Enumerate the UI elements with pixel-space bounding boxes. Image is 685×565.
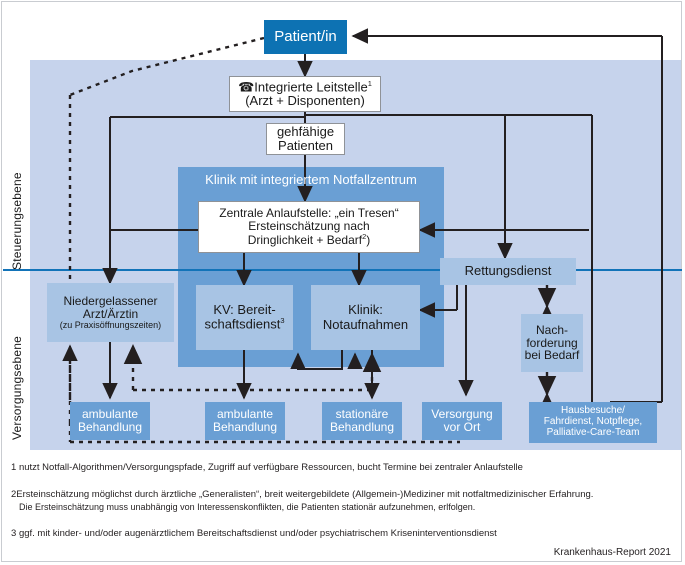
node-kv-bereitschaftsdienst[interactable]: KV: Bereit- schaftsdienst3 [196, 285, 293, 350]
vorort-line-1: Versorgung [431, 407, 493, 422]
hausbesuche-line-1: Hausbesuche/ [561, 405, 625, 417]
node-niedergelassener-arzt[interactable]: Niedergelassener Arzt/Ärztin (zu Praxisö… [47, 283, 174, 342]
node-stationaere-behandlung[interactable]: stationäre Behandlung [322, 402, 402, 440]
nachforderung-line-3: bei Bedarf [524, 348, 580, 363]
ambulante2-line-1: ambulante [216, 407, 274, 422]
stationaere-line-2: Behandlung [329, 420, 395, 434]
nachforderung-line-2: forderung [526, 335, 578, 350]
figure-credit: Krankenhaus-Report 2021 [553, 547, 671, 558]
kv-footnote-ref: 3 [280, 316, 285, 326]
footnote-1-line-1: nutzt Notfall-Algorithmen/Versorgungspfa… [18, 462, 523, 473]
rettungsdienst-label: Rettungsdienst [464, 263, 552, 279]
vorort-line-2: vor Ort [443, 420, 481, 434]
footnote-1-marker: 1 [11, 462, 17, 473]
panel-title-klinik-notfallzentrum: Klinik mit integriertem Notfallzentrum [178, 170, 444, 190]
node-versorgung-vor-ort[interactable]: Versorgung vor Ort [422, 402, 502, 440]
leitstelle-line-2: (Arzt + Disponenten) [245, 93, 365, 109]
axis-label-versorgungsebene: Versorgungsebene [10, 336, 24, 440]
node-patient[interactable]: Patient/in [264, 20, 347, 54]
node-hausbesuche[interactable]: Hausbesuche/ Fahrdienst, Notpflege, Pall… [529, 402, 657, 443]
leitstelle-footnote-ref: 1 [367, 78, 372, 88]
node-gehfaehige-patienten[interactable]: gehfähige Patienten [266, 123, 345, 155]
anlaufstelle-line-1: Zentrale Anlaufstelle: „ein Tresen“ [219, 206, 399, 221]
anlaufstelle-line-3: Dringlichkeit + Bedarf2) [247, 231, 371, 247]
footnote-3-line-1: ggf. mit kinder- und/oder augenärztliche… [18, 528, 497, 539]
anlaufstelle-line-2: Ersteinschätzung nach [248, 219, 370, 234]
gehfaehige-line-2: Patienten [278, 138, 333, 153]
level-divider-line [3, 269, 682, 271]
axis-label-steuerungsebene: Steuerungsebene [10, 172, 24, 270]
node-integrierte-leitstelle[interactable]: ☎Integrierte Leitstelle1 (Arzt + Dispone… [229, 76, 381, 112]
footnote-2-marker: 2 [11, 489, 17, 500]
niedergelassener-line-1: Niedergelassener [63, 293, 158, 308]
nachforderung-line-1: Nach- [535, 322, 568, 337]
node-zentrale-anlaufstelle[interactable]: Zentrale Anlaufstelle: „ein Tresen“ Erst… [198, 201, 420, 253]
ambulante1-line-2: Behandlung [77, 420, 143, 434]
gehfaehige-line-1: gehfähige [276, 123, 335, 139]
footnote-1: 1 nutzt Notfall-Algorithmen/Versorgungsp… [11, 462, 676, 475]
ambulante1-line-1: ambulante [81, 407, 139, 422]
footnote-2-line-1: Ersteinschätzung möglichst durch ärztlic… [16, 489, 594, 500]
footnote-3-marker: 3 [11, 528, 17, 539]
anlaufstelle-footnote-ref: 2 [362, 231, 367, 241]
hausbesuche-line-3: Palliative-Care-Team [546, 426, 640, 438]
niedergelassener-line-3: (zu Praxisöffnungszeiten) [59, 319, 162, 330]
node-rettungsdienst[interactable]: Rettungsdienst [440, 258, 576, 285]
footnote-2: 2Ersteinschätzung möglichst durch ärztli… [11, 489, 681, 513]
node-ambulante-behandlung-1[interactable]: ambulante Behandlung [70, 402, 150, 440]
kv-line-1: KV: Bereit- [213, 302, 276, 318]
stationaere-line-1: stationäre [335, 407, 389, 422]
node-ambulante-behandlung-2[interactable]: ambulante Behandlung [205, 402, 285, 440]
node-klinik-notaufnahmen[interactable]: Klinik: Notaufnahmen [311, 285, 420, 350]
niedergelassener-line-2: Arzt/Ärztin [82, 306, 139, 321]
telephone-icon: ☎ [238, 79, 255, 95]
leitstelle-line-1: ☎Integrierte Leitstelle1 [238, 78, 372, 95]
notaufnahme-line-1: Klinik: [348, 302, 383, 318]
notaufnahme-line-2: Notaufnahmen [322, 316, 409, 332]
footnote-2-line-2: Die Ersteinschätzung muss unabhängig von… [19, 501, 476, 512]
klinik-header-label: Klinik mit integriertem Notfallzentrum [205, 171, 417, 187]
kv-line-2: schaftsdienst3 [204, 316, 285, 332]
ambulante2-line-2: Behandlung [212, 420, 278, 434]
node-patient-label: Patient/in [274, 27, 337, 45]
footnote-3: 3 ggf. mit kinder- und/oder augenärztlic… [11, 528, 676, 541]
node-nachforderung[interactable]: Nach- forderung bei Bedarf [521, 314, 583, 372]
hausbesuche-line-2: Fahrdienst, Notpflege, [543, 416, 643, 428]
